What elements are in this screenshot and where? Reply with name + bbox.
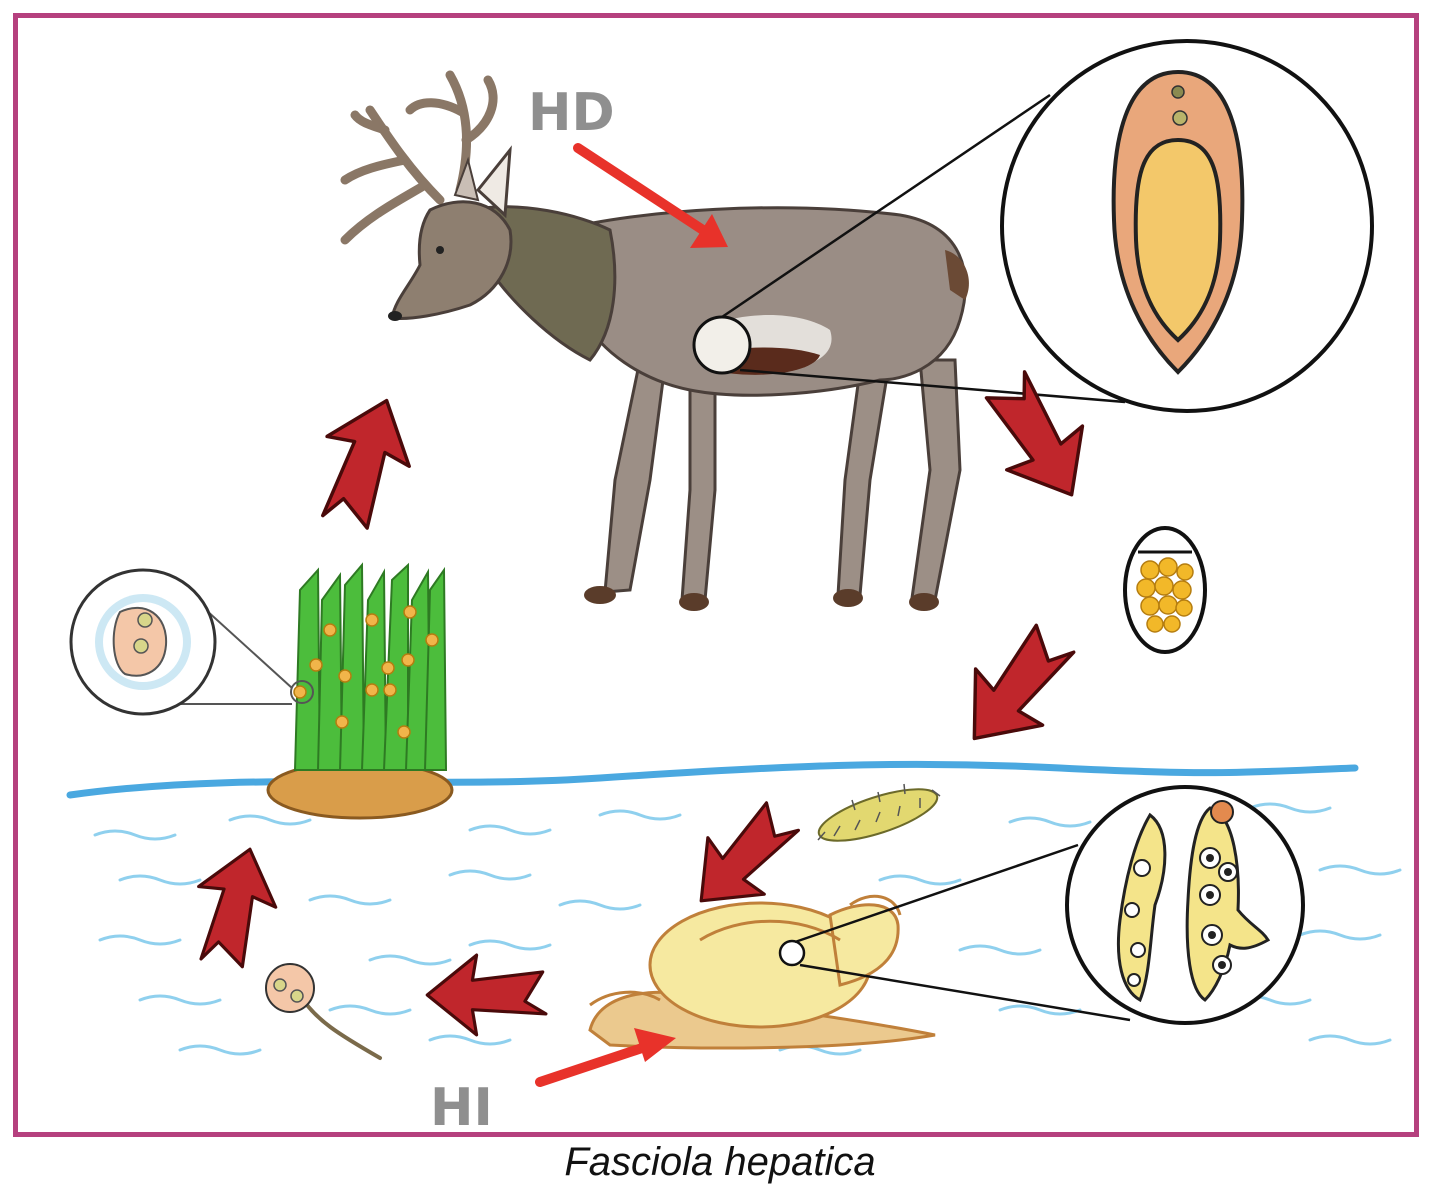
- miracidium-icon: [817, 783, 941, 842]
- egg-icon: [1123, 526, 1207, 654]
- intermediate-host-label: HI: [430, 1078, 493, 1138]
- pointer-arrow-intermediate-host: [535, 1028, 676, 1087]
- deer-icon: [340, 70, 969, 611]
- adult-fluke-icon: [1000, 39, 1374, 413]
- cycle-arrow-snail-to-cercaria: [425, 953, 548, 1037]
- pointer-arrow-definitive-host: [573, 143, 728, 248]
- grass-icon: [266, 562, 454, 820]
- cercaria-icon: [265, 963, 382, 1060]
- water-ripples: [93, 802, 1402, 1056]
- cycle-arrow-cercaria-to-grass: [179, 837, 291, 976]
- sporocyst-redia-icon: [1065, 785, 1305, 1025]
- zoom-lines-adult: [721, 93, 1126, 404]
- metacercaria-icon: [69, 568, 217, 716]
- cycle-arrow-grass-to-deer: [299, 383, 430, 540]
- snail-icon: [588, 894, 936, 1050]
- definitive-host-label: HD: [528, 83, 615, 143]
- zoom-lines-snail: [794, 843, 1131, 1022]
- cycle-arrow-egg-to-water: [939, 609, 1094, 769]
- diagram-caption: Fasciola hepatica: [564, 1140, 876, 1184]
